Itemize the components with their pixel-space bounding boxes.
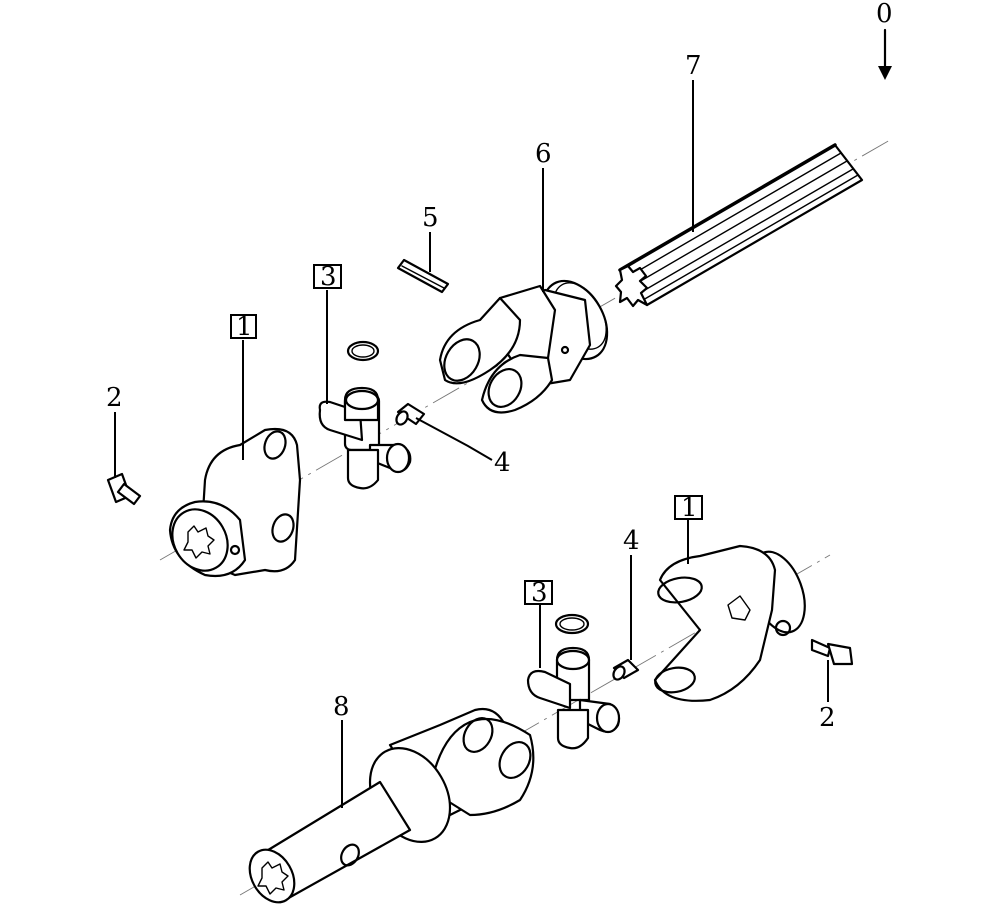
clamp-bolt-upper	[106, 472, 142, 506]
callout-1b: 1	[681, 493, 698, 523]
callout-3a: 3	[320, 262, 337, 292]
grease-nipple-upper	[395, 402, 426, 426]
callout-4b: 4	[623, 526, 640, 556]
callout-box-3b	[524, 580, 553, 605]
clamp-bolt-lower	[810, 638, 854, 666]
callout-1a: 1	[236, 312, 253, 342]
roll-pin-part-5	[396, 258, 450, 294]
grease-nipple-lower	[612, 658, 640, 681]
callout-7: 7	[685, 51, 702, 81]
callout-8: 8	[333, 692, 350, 722]
view-label: 0	[876, 0, 893, 29]
callout-box-1b	[674, 495, 703, 520]
callout-2a: 2	[106, 383, 123, 413]
universal-cross-lower	[526, 613, 621, 750]
yoke-lower	[653, 544, 806, 702]
callout-6: 6	[535, 139, 552, 169]
callout-4a: 4	[494, 448, 511, 478]
leader-4a	[415, 417, 493, 461]
callout-3b: 3	[531, 578, 548, 608]
callout-5: 5	[422, 203, 439, 233]
callout-box-1a	[230, 314, 257, 339]
slip-yoke-part-6	[438, 279, 609, 414]
tube-yoke-part-8	[248, 707, 535, 904]
universal-cross-upper	[318, 340, 412, 490]
callout-box-3a	[313, 264, 342, 289]
view-direction-arrow: 0	[876, 0, 893, 80]
splined-yoke-upper	[168, 427, 302, 578]
splined-shaft-part-7	[614, 143, 864, 308]
callout-2b: 2	[819, 703, 836, 733]
